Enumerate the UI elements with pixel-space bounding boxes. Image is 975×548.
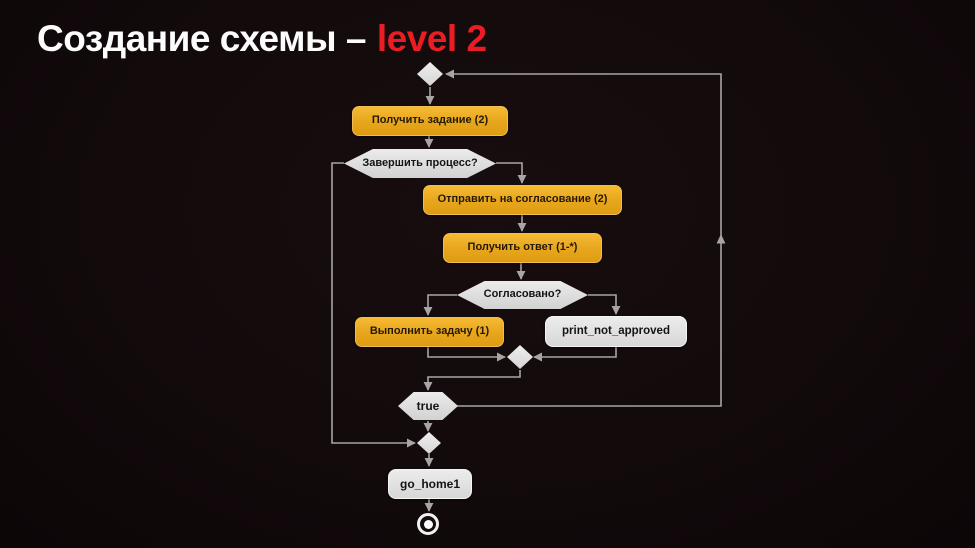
node-finish-process-decision: Завершить процесс? — [344, 149, 496, 178]
node-go-home-label: go_home1 — [399, 476, 460, 491]
node-get-task: Получить задание (2) — [352, 106, 508, 136]
node-true-condition-label: true — [416, 398, 440, 413]
page-title-accent: level 2 — [376, 18, 487, 59]
node-get-answer-label: Получить ответ (1-*) — [467, 241, 578, 254]
node-approved-decision-label: Согласовано? — [483, 288, 562, 301]
node-true-condition: true — [398, 392, 458, 420]
node-do-task-label: Выполнить задачу (1) — [369, 325, 490, 338]
node-send-for-approval: Отправить на согласование (2) — [423, 185, 622, 215]
connector-do-task-to-merge — [427, 346, 506, 362]
node-get-answer: Получить ответ (1-*) — [443, 233, 602, 263]
gateway-diamond-start — [417, 62, 443, 86]
node-go-home: go_home1 — [388, 469, 472, 499]
gateway-diamond-bottom — [417, 432, 441, 454]
connector-approved-to-print — [588, 294, 621, 315]
connector-print-to-merge — [533, 346, 617, 362]
page-title-text: Создание схемы – — [37, 18, 366, 59]
loop-up-arrowhead-icon — [716, 234, 726, 244]
node-finish-process-decision-label: Завершить процесс? — [362, 156, 478, 169]
node-print-not-approved-label: print_not_approved — [562, 325, 670, 338]
connector-approved-to-do-task — [423, 294, 457, 316]
node-print-not-approved: print_not_approved — [545, 316, 687, 347]
node-get-task-label: Получить задание (2) — [371, 114, 489, 127]
page-title: Создание схемы –level 2 — [37, 18, 487, 60]
node-approved-decision: Согласовано? — [457, 281, 588, 309]
node-send-for-approval-label: Отправить на согласование (2) — [437, 193, 608, 206]
connector-finish-decision-to-send — [496, 162, 527, 184]
connector-merge-to-true — [423, 370, 521, 391]
node-do-task: Выполнить задачу (1) — [355, 317, 504, 347]
end-node-dot — [423, 519, 433, 529]
connector-finish-decision-left-loop — [331, 162, 416, 448]
end-node-icon — [417, 513, 439, 535]
gateway-diamond-merge — [507, 345, 533, 369]
